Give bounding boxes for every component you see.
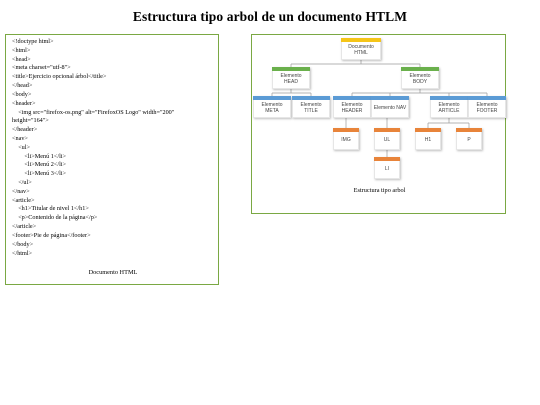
node-label: Elemento ARTICLE [438,102,460,114]
code-line: <nav> [12,134,28,142]
node-label: Documento HTML [348,44,374,56]
node-bar [374,157,400,161]
node-bar [415,128,441,132]
node-bar [341,38,381,42]
node-meta: Elemento META [253,96,291,118]
tree-connectors [271,60,488,157]
code-line: <head> [12,55,31,63]
node-img: IMG [333,128,359,150]
node-body: Elemento BODY [401,67,439,89]
code-line: <img src="firefox-os.png" alt="FirefoxOS… [12,108,175,116]
node-article: Elemento ARTICLE [430,96,468,118]
code-line: <html> [12,46,31,54]
code-line: </body> [12,240,34,248]
html-code-panel: <!doctype html><html><head><meta charset… [5,34,219,285]
code-line: </head> [12,82,33,90]
code-line: <li>Menú 2</li> [12,161,67,169]
node-footer: Elemento FOOTER [468,96,506,118]
node-label: Elemento TITLE [300,102,322,114]
node-label: UL [383,137,391,143]
node-label: Elemento HEADER [341,102,363,114]
node-label: Elemento HEAD [280,73,302,85]
code-line: <title>Ejercicio opcional árbol</title> [12,73,107,81]
tree-caption: Estructura tipo arbol [353,187,406,194]
code-line: <h1>Titular de nivel 1</h1> [12,205,89,213]
code-line: </ul> [12,179,32,186]
node-bar [430,96,468,100]
node-bar [292,96,330,100]
node-label: H1 [424,137,432,143]
node-bar [333,128,359,132]
code-line: <header> [12,99,36,107]
code-line: <li>Menú 3</li> [12,170,67,178]
node-bar [468,96,506,100]
code-line: <!doctype html> [12,38,54,45]
page-title: Estructura tipo arbol de un documento HT… [132,9,408,24]
node-bar [253,96,291,100]
node-label: LI [384,166,390,172]
node-label: Elemento FOOTER [476,102,498,114]
code-line: <ul> [12,143,30,151]
node-nav: Elemento NAV [371,96,409,118]
node-p: P [456,128,482,150]
node-ul: UL [374,128,400,150]
code-line: <p>Contenido de la página</p> [12,214,98,222]
code-line: <li>Menú 1</li> [12,152,67,160]
node-label: Elemento NAV [373,105,407,111]
code-line: </article> [12,223,37,231]
code-line: </header> [12,126,38,134]
node-header: Elemento HEADER [333,96,371,118]
node-bar [401,67,439,71]
code-line: <article> [12,196,35,204]
code-line: <body> [12,90,32,98]
node-li: LI [374,157,400,179]
node-label: P [467,137,471,143]
node-bar [333,96,371,100]
node-bar [272,67,310,71]
node-bar [456,128,482,132]
node-label: Elemento META [261,102,283,114]
node-head: Elemento HEAD [272,67,310,89]
node-bar [374,128,400,132]
code-line: </html> [12,249,33,257]
node-label: Elemento BODY [409,73,431,85]
code-line: <footer>Pie de página</footer> [12,231,91,239]
node-label: IMG [341,137,351,143]
node-h1: H1 [415,128,441,150]
node-title: Elemento TITLE [292,96,330,118]
code-line: <meta charset="utf-8"> [12,64,71,72]
node-bar [371,96,409,100]
code-line: height="164"> [12,117,49,125]
code-lines: <!doctype html><html><head><meta charset… [12,38,174,258]
node-root: Documento HTML [341,38,381,60]
tree-diagram-panel: Documento HTML Elemento HEAD Elemento BO… [251,34,506,214]
code-caption: Documento HTML [88,269,138,276]
code-line: </nav> [12,187,30,195]
